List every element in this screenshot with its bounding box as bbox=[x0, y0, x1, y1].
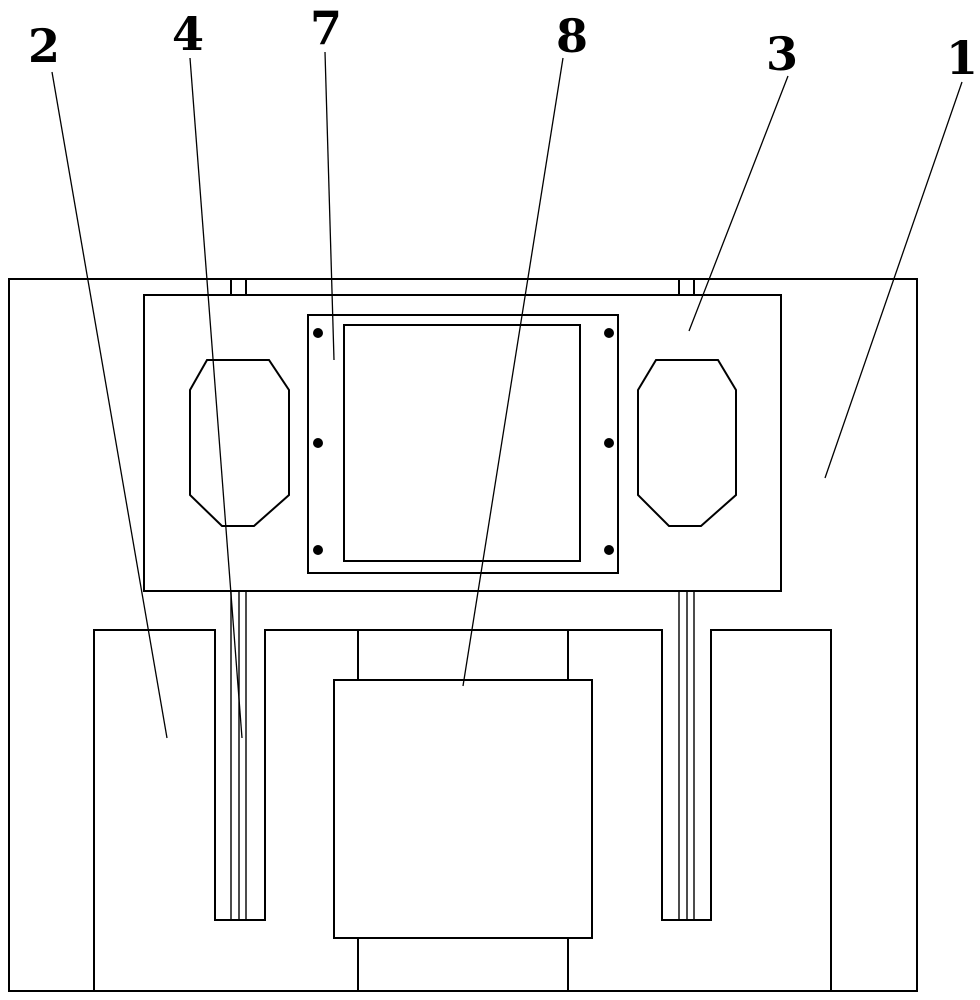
right-oval-window bbox=[637, 359, 737, 527]
bolt-bottom-left bbox=[313, 545, 323, 555]
label-part-7: 7 bbox=[310, 1, 342, 55]
central-block bbox=[333, 630, 593, 991]
base-frame bbox=[8, 278, 918, 992]
bolt-mid-right bbox=[604, 438, 614, 448]
leader-line-3 bbox=[688, 75, 789, 332]
leader-line-8 bbox=[462, 57, 564, 687]
leader-line-1 bbox=[824, 81, 963, 479]
left-oval-window bbox=[189, 359, 290, 527]
label-part-3: 3 bbox=[766, 27, 798, 81]
leader-line-2 bbox=[51, 71, 168, 739]
label-part-4: 4 bbox=[172, 7, 204, 61]
bolt-bottom-right bbox=[604, 545, 614, 555]
leader-lines bbox=[51, 51, 963, 739]
bolt-top-left bbox=[313, 328, 323, 338]
leader-line-4 bbox=[189, 57, 243, 739]
top-guide-rods bbox=[230, 279, 695, 295]
label-part-1: 1 bbox=[946, 31, 978, 85]
label-part-2: 2 bbox=[28, 19, 60, 73]
part-labels: 2 4 7 8 3 1 bbox=[28, 1, 978, 85]
screen-frame bbox=[307, 314, 619, 574]
right-guide-rod bbox=[678, 591, 695, 920]
bolt-mid-left bbox=[313, 438, 323, 448]
mounting-panel bbox=[143, 294, 782, 592]
leader-line-7 bbox=[324, 51, 335, 361]
lower-housing bbox=[93, 629, 832, 991]
label-part-8: 8 bbox=[556, 9, 588, 63]
bolt-top-right bbox=[604, 328, 614, 338]
left-guide-rod bbox=[230, 591, 247, 920]
